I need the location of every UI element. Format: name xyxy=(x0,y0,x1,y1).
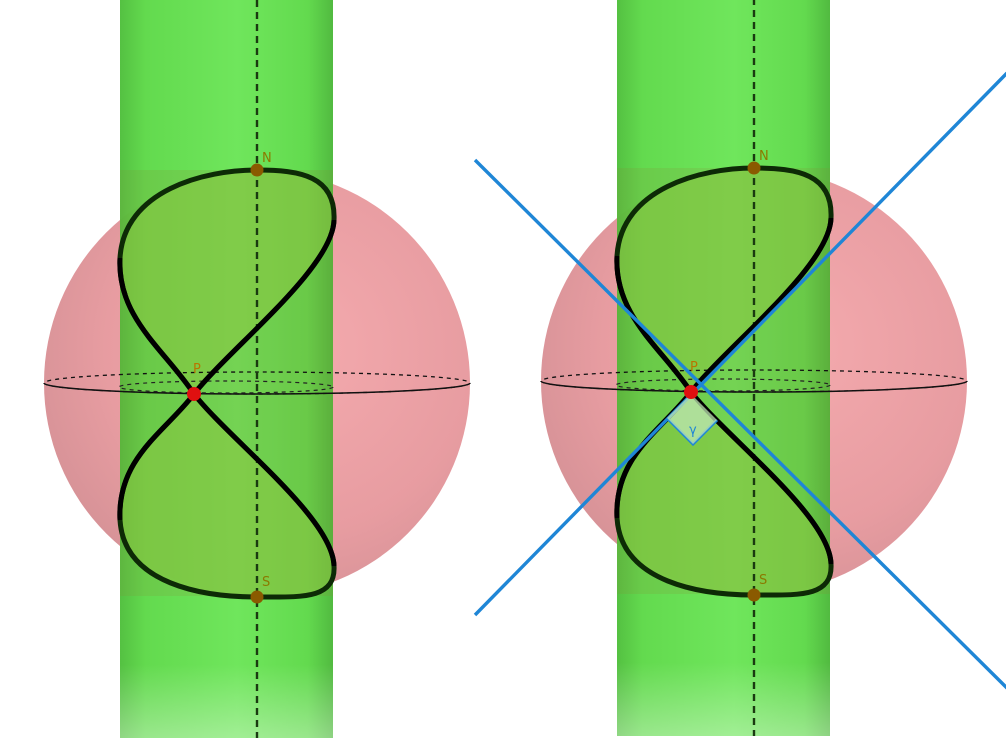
curve-front-lower-left xyxy=(117,392,196,521)
south-point xyxy=(250,590,264,604)
lower-loop-fill xyxy=(119,394,335,598)
equator-front xyxy=(540,380,968,393)
cylinder-section xyxy=(615,378,831,392)
panel-right: γ N S P xyxy=(473,0,1006,736)
curve-front-upper-left xyxy=(614,255,694,394)
label-north: N xyxy=(759,149,769,164)
north-point xyxy=(250,163,264,177)
label-p: P xyxy=(690,360,698,375)
equator-front xyxy=(43,382,471,395)
cylinder-fade xyxy=(617,0,830,736)
lower-loop-fill xyxy=(616,392,832,596)
label-south: S xyxy=(262,575,270,590)
tangent-line-1 xyxy=(473,158,1006,690)
label-south: S xyxy=(759,573,767,588)
panel-left: N S P xyxy=(43,0,471,738)
curve-front-upper-right xyxy=(689,217,834,394)
curve-front-upper-left xyxy=(117,257,197,396)
angle-label: γ xyxy=(689,423,697,438)
tangent-line-2 xyxy=(473,71,1006,617)
cylinder-section xyxy=(118,380,334,394)
cylinder-fade xyxy=(120,0,333,738)
curve-front-lower-right xyxy=(192,392,337,567)
point-p xyxy=(187,387,201,401)
label-p: P xyxy=(193,362,201,377)
upper-loop-fill xyxy=(616,168,832,392)
label-north: N xyxy=(262,151,272,166)
curve-front-upper-right xyxy=(192,219,337,396)
upper-loop-fill xyxy=(119,170,335,394)
point-p xyxy=(684,385,698,399)
south-point xyxy=(747,588,761,602)
angle-fill xyxy=(667,394,717,444)
north-point xyxy=(747,161,761,175)
